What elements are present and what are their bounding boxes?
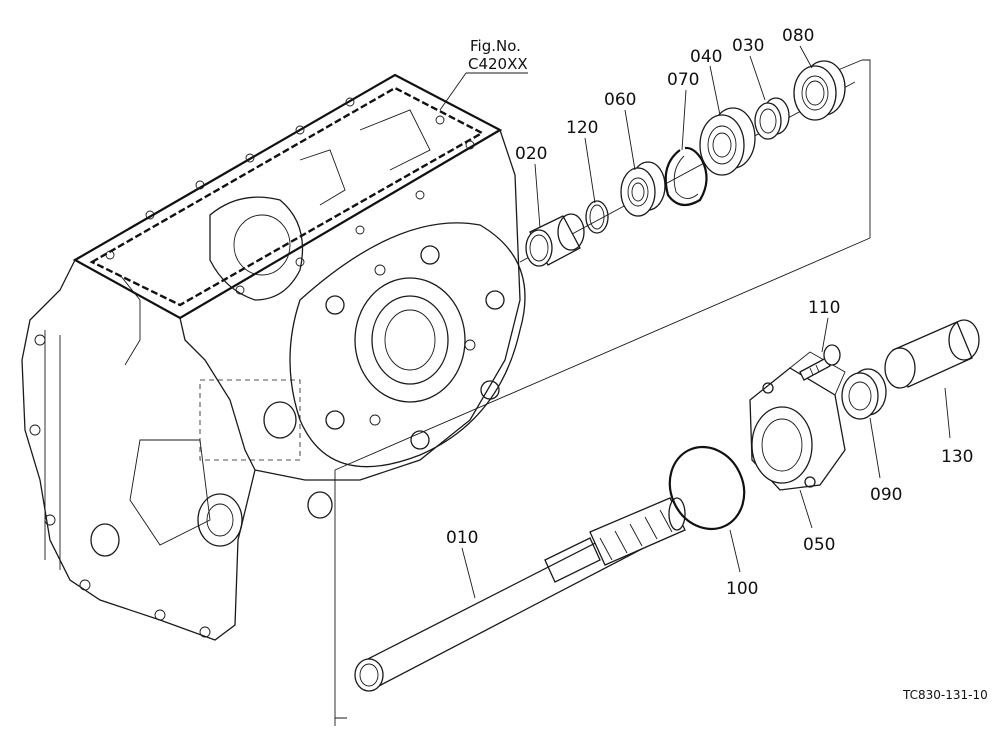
label-090: 090 — [870, 485, 902, 505]
label-020: 020 — [515, 144, 547, 164]
part-090-oil-seal — [841, 368, 887, 420]
figure-number-label: Fig.No. C420XX — [439, 37, 528, 111]
drawing-code: TC830-131-10 — [902, 688, 988, 702]
label-080: 080 — [782, 26, 814, 46]
part-020-bushing — [525, 213, 585, 267]
part-120-snap-ring — [585, 200, 609, 234]
part-070-circlip — [664, 146, 708, 207]
label-130: 130 — [941, 447, 973, 467]
label-120: 120 — [566, 118, 598, 138]
label-070: 070 — [667, 70, 699, 90]
part-100-o-ring — [668, 445, 746, 531]
part-080-oil-seal — [793, 60, 846, 121]
leader-lines — [461, 45, 951, 599]
part-110-bolt — [799, 344, 841, 381]
label-030: 030 — [732, 36, 764, 56]
assembly-outline — [334, 59, 871, 726]
part-050-bearing — [620, 161, 666, 217]
part-030-collar — [754, 97, 790, 140]
label-060: 050 — [803, 535, 835, 555]
part-040-bearing — [699, 107, 756, 176]
label-110: 110 — [808, 298, 840, 318]
part-130-sleeve — [884, 319, 980, 389]
upper-axis-line — [519, 81, 856, 263]
part-labels: 020 120 060 070 040 030 080 110 130 090 … — [446, 26, 973, 599]
part-010-shaft — [354, 497, 686, 692]
fig-no-value: C420XX — [468, 55, 528, 73]
label-100: 100 — [726, 579, 758, 599]
fig-no-label: Fig.No. — [470, 37, 521, 55]
label-050: 060 — [604, 90, 636, 110]
part-060-retainer — [749, 351, 846, 491]
transmission-case — [21, 73, 526, 641]
label-040: 040 — [690, 47, 722, 67]
label-010: 010 — [446, 528, 478, 548]
